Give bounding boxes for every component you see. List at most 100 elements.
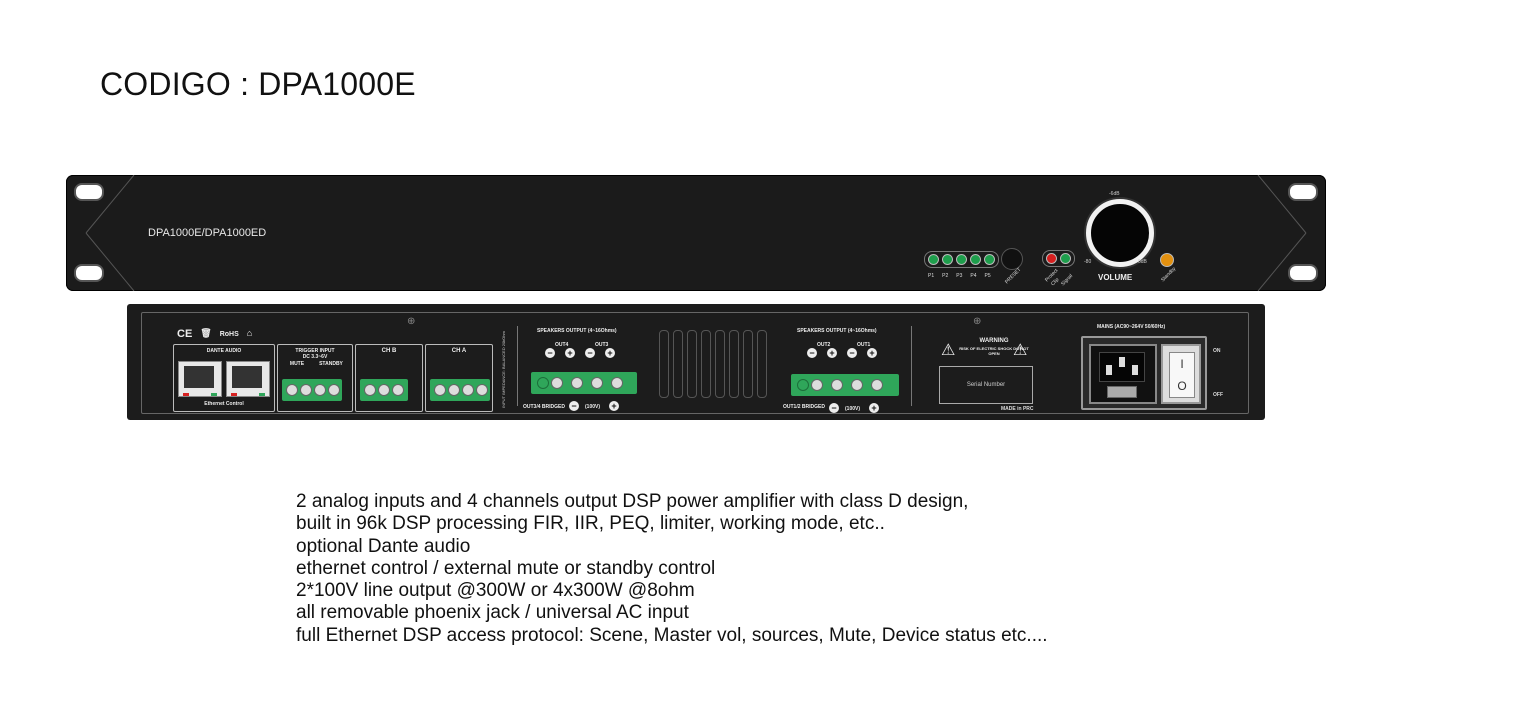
fuse-holder[interactable] xyxy=(1107,386,1137,398)
description-line: built in 96k DSP processing FIR, IIR, PE… xyxy=(296,513,885,535)
plus-icon: + xyxy=(605,348,615,358)
dante-title: DANTE AUDIO xyxy=(206,348,242,354)
rack-ear-hole-top-left xyxy=(74,183,104,201)
ch-a-phoenix-connector[interactable] xyxy=(430,379,490,401)
ch-b-label: CH B xyxy=(381,348,397,354)
minus-icon: − xyxy=(847,348,857,358)
ce-mark: CE xyxy=(177,328,193,340)
page-title: CODIGO : DPA1000E xyxy=(100,66,416,102)
line-100v-left: (100V) xyxy=(585,404,601,410)
power-on-label: ON xyxy=(1213,348,1221,354)
preset-button[interactable] xyxy=(1001,248,1023,270)
minus-icon: − xyxy=(807,348,817,358)
dante-ethernet-section: DANTE AUDIO Ethernet Control xyxy=(173,344,275,412)
rear-panel-frame xyxy=(141,312,1249,414)
warning-triangle-icon: ⚠ xyxy=(1013,342,1028,359)
preset-label: P5 xyxy=(984,273,991,279)
mains-title: MAINS (AC90~264V 50/60Hz) xyxy=(1097,324,1166,330)
description-line: ethernet control / external mute or stan… xyxy=(296,557,716,579)
vent-slot xyxy=(659,330,669,398)
speakers-output-right-title: SPEAKERS OUTPUT (4~16Ohms) xyxy=(797,328,877,334)
ethernet-port-1[interactable] xyxy=(178,361,222,397)
power-off-label: OFF xyxy=(1213,392,1223,398)
trigger-mute-label: MUTE xyxy=(289,361,305,367)
volume-label: VOLUME xyxy=(1098,273,1133,282)
rack-ear-hole-top-right xyxy=(1288,183,1318,201)
rohs-mark: RoHS xyxy=(219,331,239,338)
warning-title: WARNING xyxy=(979,338,1009,344)
plus-icon: + xyxy=(565,348,575,358)
preset-label: P4 xyxy=(970,273,977,279)
vent-slot xyxy=(687,330,697,398)
model-label: DPA1000E/DPA1000ED xyxy=(148,227,267,239)
power-switch[interactable]: I O xyxy=(1161,344,1201,404)
bridged-left-label: OUT3/4 BRIDGED xyxy=(523,404,565,410)
speaker-out-3-4-connector[interactable] xyxy=(531,372,637,394)
standby-led xyxy=(1160,253,1174,267)
power-on-glyph: I xyxy=(1180,357,1184,371)
grounding-screw-icon: ⊕ xyxy=(973,316,982,327)
description-line: optional Dante audio xyxy=(296,535,471,557)
volume-knob[interactable] xyxy=(1086,199,1154,267)
vent-slot xyxy=(715,330,725,398)
volume-mark-left: -80 xyxy=(1084,259,1092,265)
rack-ear-hole-bottom-left xyxy=(74,264,104,282)
bridged-right-label: OUT1/2 BRIDGED xyxy=(783,404,825,410)
plus-icon: + xyxy=(869,403,879,413)
ch-b-phoenix-connector[interactable] xyxy=(360,379,408,401)
vent-slot xyxy=(743,330,753,398)
vent-slot xyxy=(701,330,711,398)
trigger-title: TRIGGER INPUT xyxy=(295,348,335,354)
trigger-standby-label: STANDBY xyxy=(319,361,343,367)
speakers-output-left-title: SPEAKERS OUTPUT (4~16Ohms) xyxy=(537,328,617,334)
preset-leds xyxy=(924,251,999,268)
minus-icon: − xyxy=(569,401,579,411)
divider xyxy=(911,326,912,406)
minus-icon: − xyxy=(545,348,555,358)
product-description: 2 analog inputs and 4 channels output DS… xyxy=(296,491,1048,647)
speaker-out-1-2-connector[interactable] xyxy=(791,374,899,396)
iec-power-socket[interactable] xyxy=(1089,344,1157,404)
line-100v-right: (100V) xyxy=(845,406,861,412)
description-line: 2 analog inputs and 4 channels output DS… xyxy=(296,491,969,512)
signal-led xyxy=(1060,253,1071,264)
plus-icon: + xyxy=(609,401,619,411)
ethernet-port-2[interactable] xyxy=(226,361,270,397)
input-impedance-note: INPUT IMPEDANCE: BALANCED 20kOhm xyxy=(501,331,506,408)
trigger-input-section: TRIGGER INPUT DC 3.3~6V MUTE STANDBY xyxy=(277,344,353,412)
description-line: 2*100V line output @300W or 4x300W @8ohm xyxy=(296,580,695,602)
preset-labels: P1 P2 P3 P4 P5 xyxy=(928,273,991,279)
grounding-screw-icon: ⊕ xyxy=(407,316,416,327)
out3-label: OUT3 xyxy=(595,342,609,348)
out4-label: OUT4 xyxy=(555,342,569,348)
volume-mark-top: -6dB xyxy=(1109,191,1120,197)
trigger-voltage: DC 3.3~6V xyxy=(302,354,328,360)
power-off-glyph: O xyxy=(1177,379,1187,393)
status-leds xyxy=(1042,250,1075,267)
mains-input-module: I O xyxy=(1081,336,1207,410)
vent-slot xyxy=(757,330,767,398)
front-panel-bevel xyxy=(85,175,1307,291)
serial-number-plate: Serial Number xyxy=(939,366,1033,404)
preset-led-1 xyxy=(928,254,939,265)
vent-slot xyxy=(673,330,683,398)
preset-led-5 xyxy=(984,254,995,265)
warning-triangle-icon: ⚠ xyxy=(941,342,956,359)
plus-icon: + xyxy=(867,348,877,358)
description-line: full Ethernet DSP access protocol: Scene… xyxy=(296,624,1048,646)
ethernet-control-label: Ethernet Control xyxy=(204,401,244,407)
warning-text: RISK OF ELECTRIC SHOCK DO NOT OPEN xyxy=(959,346,1029,356)
cert-marks: CE 🗑 RoHS ⌂ xyxy=(177,328,252,340)
description-line: all removable phoenix jack / universal A… xyxy=(296,602,689,624)
ch-a-label: CH A xyxy=(451,348,467,354)
preset-led-4 xyxy=(970,254,981,265)
ch-b-input-section: CH B xyxy=(355,344,423,412)
rack-ear-hole-bottom-right xyxy=(1288,264,1318,282)
ch-a-input-section: CH A xyxy=(425,344,493,412)
preset-label: P2 xyxy=(942,273,949,279)
weee-icon: 🗑 xyxy=(200,328,212,338)
made-in-label: MADE in PRC xyxy=(1001,406,1034,412)
preset-label: P3 xyxy=(956,273,963,279)
trigger-phoenix-connector[interactable] xyxy=(282,379,342,401)
vent-slot xyxy=(729,330,739,398)
